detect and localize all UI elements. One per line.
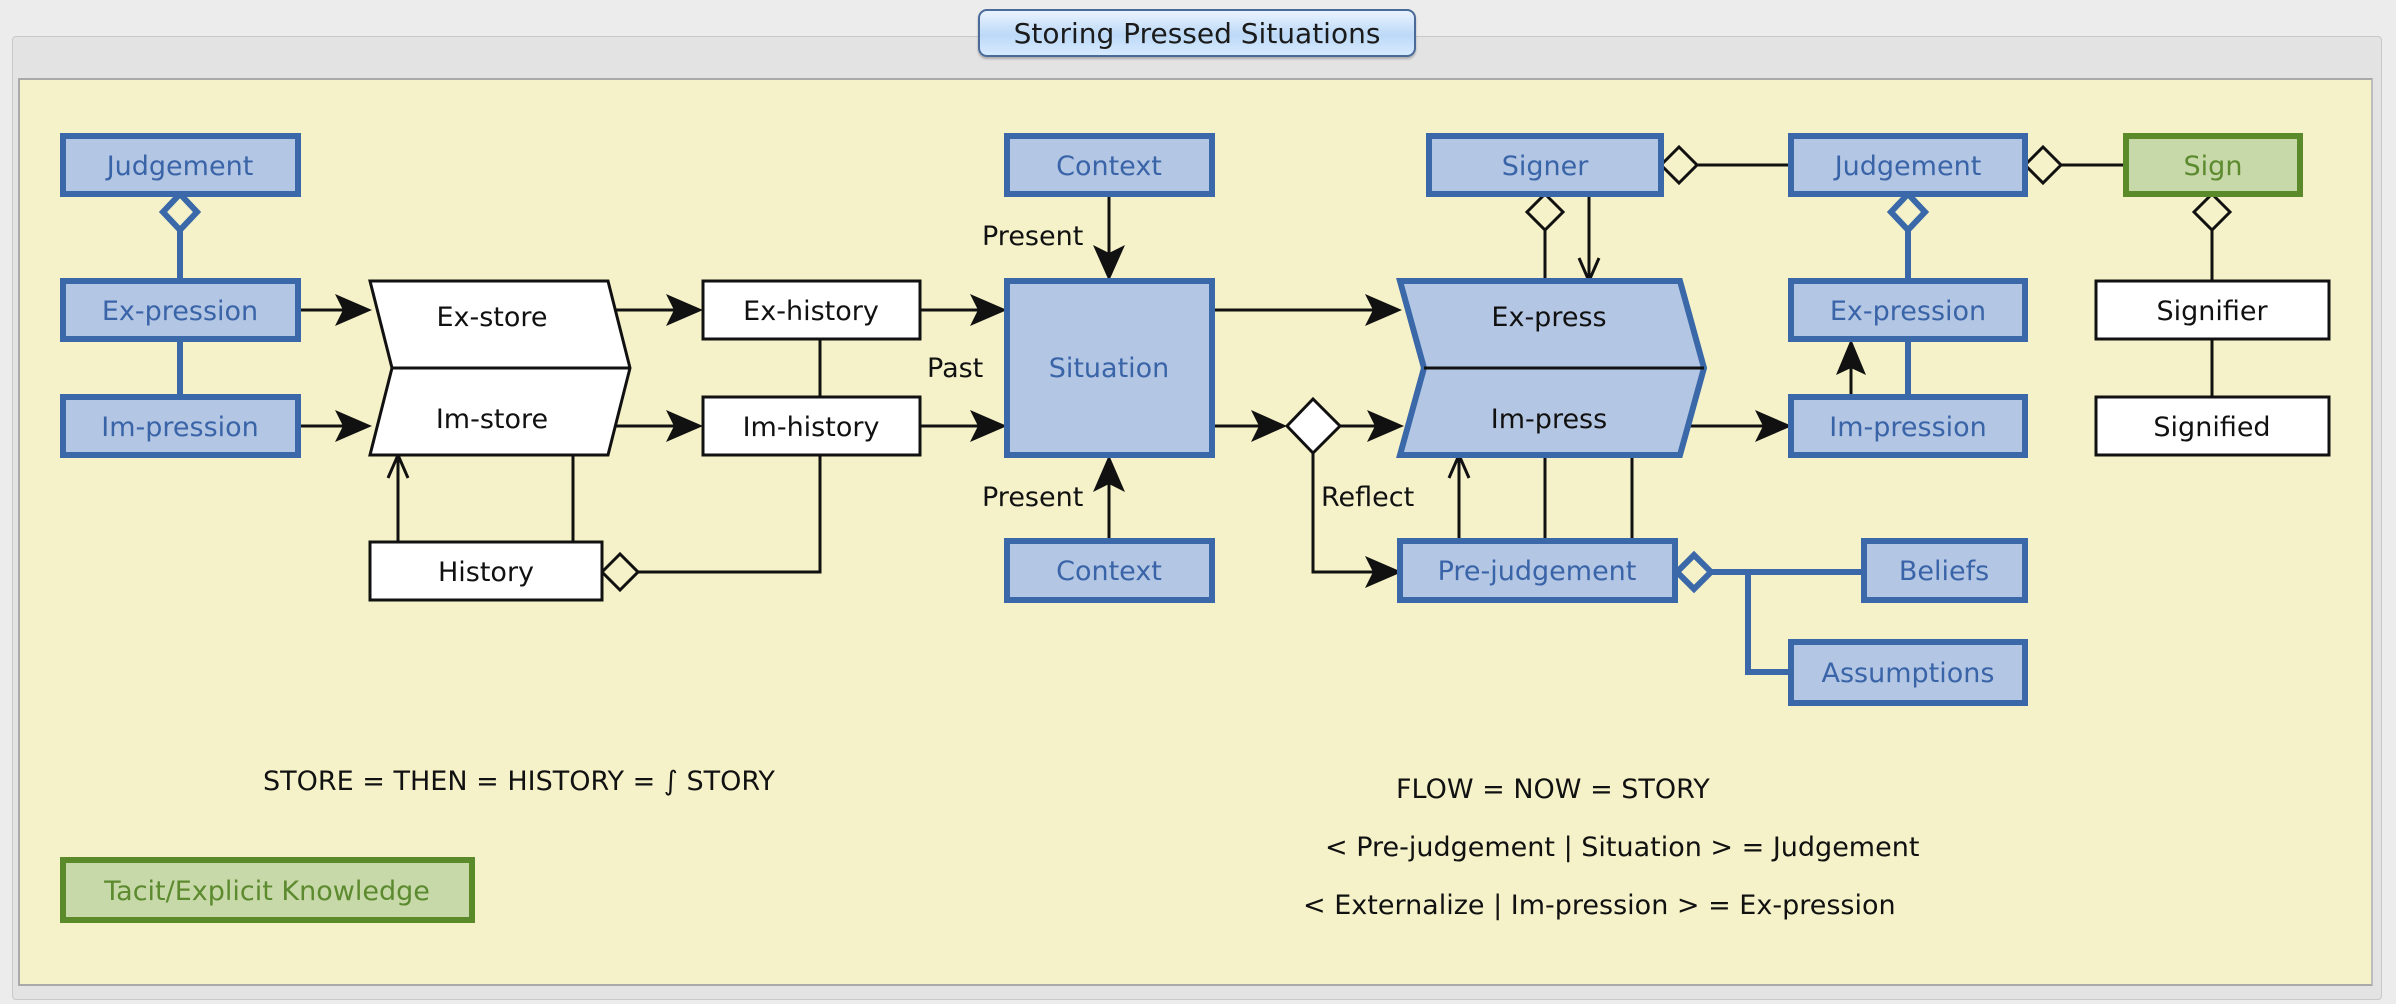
diagram-canvas [18, 78, 2373, 986]
node-label-ex-store: Ex-store [436, 302, 547, 333]
decision-diamond-icon[interactable] [1284, 396, 1343, 456]
aggregation-diamond-icon [158, 189, 202, 235]
node-label: History [438, 557, 534, 588]
node-ex-history[interactable]: Ex-history [701, 279, 922, 341]
arrowhead-icon [970, 294, 1007, 326]
node-expression-right[interactable]: Ex-pression [1788, 278, 2028, 342]
node-label: Signifier [2156, 296, 2268, 327]
node-store[interactable]: Ex-store Im-store [368, 279, 632, 457]
formula-store: STORE = THEN = HISTORY = ∫ STORY [263, 766, 775, 797]
aggregation-diamond-icon [1672, 550, 1716, 594]
edge-label-past: Past [927, 353, 983, 384]
node-label: Signer [1502, 151, 1590, 182]
node-sign[interactable]: Sign [2123, 133, 2303, 197]
node-label: Assumptions [1822, 658, 1995, 689]
arrowhead-icon [1093, 455, 1125, 492]
node-signer[interactable]: Signer [1426, 133, 1664, 197]
arrowhead-icon [970, 410, 1007, 442]
diagram-title-tab[interactable]: Storing Pressed Situations [978, 9, 1416, 57]
node-label: Judgement [105, 151, 254, 182]
node-signified[interactable]: Signified [2094, 395, 2331, 457]
arrowhead-icon [1093, 245, 1125, 281]
node-label-im-press: Im-press [1491, 404, 1607, 435]
node-expression-left[interactable]: Ex-pression [60, 278, 301, 342]
node-label: Im-pression [1829, 412, 1987, 443]
arrowhead-icon [1755, 410, 1792, 442]
arrowhead-icon [1365, 294, 1402, 326]
node-beliefs[interactable]: Beliefs [1861, 538, 2028, 603]
node-label: Ex-pression [102, 296, 258, 327]
edge-reflect [1311, 453, 1380, 574]
node-label: Ex-history [743, 296, 879, 327]
node-label: Im-pression [101, 412, 259, 443]
node-label: Sign [2184, 151, 2243, 182]
arrowhead-icon [1836, 339, 1866, 375]
aggregation-diamond-icon [2022, 144, 2064, 186]
arrowhead-icon [335, 410, 372, 442]
node-signifier[interactable]: Signifier [2094, 279, 2331, 341]
node-press[interactable]: Ex-press Im-press [1396, 278, 1708, 458]
node-judgement-right[interactable]: Judgement [1788, 133, 2028, 197]
aggregation-diamond-icon [1658, 144, 1700, 186]
aggregation-diamond-icon [1524, 191, 1566, 233]
node-situation[interactable]: Situation [1004, 278, 1215, 458]
edge-label-present-bottom: Present [982, 482, 1083, 513]
node-label: Beliefs [1899, 556, 1989, 587]
edge-imhistory-history [638, 455, 822, 574]
node-label-im-store: Im-store [436, 404, 548, 435]
node-label: Situation [1049, 353, 1170, 384]
edge-label-reflect: Reflect [1321, 482, 1414, 513]
aggregation-diamond-icon [2191, 191, 2233, 233]
node-context-bottom[interactable]: Context [1004, 538, 1215, 603]
node-label: Signified [2153, 412, 2270, 443]
node-tacit-explicit-knowledge[interactable]: Tacit/Explicit Knowledge [60, 857, 475, 923]
node-history[interactable]: History [368, 540, 604, 602]
edge-label-present-top: Present [982, 221, 1083, 252]
node-label: Pre-judgement [1438, 556, 1637, 587]
arrowhead-icon [1251, 410, 1287, 442]
arrowhead-icon [666, 410, 703, 442]
node-label: Ex-pression [1830, 296, 1986, 327]
formula-flow: FLOW = NOW = STORY [1396, 774, 1710, 805]
formula-judgement: < Pre-judgement | Situation > = Judgemen… [1325, 832, 1919, 863]
node-label: Context [1056, 151, 1162, 182]
node-label: Context [1056, 556, 1162, 587]
node-impression-left[interactable]: Im-pression [60, 394, 301, 458]
node-pre-judgement[interactable]: Pre-judgement [1397, 538, 1678, 603]
node-label: Tacit/Explicit Knowledge [103, 876, 430, 907]
node-impression-right[interactable]: Im-pression [1788, 394, 2028, 458]
arrowhead-icon [666, 294, 703, 326]
node-label: Judgement [1833, 151, 1982, 182]
aggregation-diamond-icon [1886, 189, 1930, 235]
node-context-top[interactable]: Context [1004, 133, 1215, 197]
arrowhead-icon [1367, 410, 1404, 442]
aggregation-diamond-icon [599, 551, 641, 593]
formula-expression: < Externalize | Im-pression > = Ex-press… [1303, 890, 1896, 921]
arrowhead-icon [335, 294, 372, 326]
node-label: Im-history [743, 412, 880, 443]
node-assumptions[interactable]: Assumptions [1788, 639, 2028, 706]
arrowhead-icon [1365, 556, 1402, 588]
edge-prejudgement-assumptions [1745, 572, 1791, 675]
node-judgement-left[interactable]: Judgement [60, 133, 301, 197]
node-label-ex-press: Ex-press [1491, 302, 1606, 333]
node-im-history[interactable]: Im-history [701, 395, 922, 457]
